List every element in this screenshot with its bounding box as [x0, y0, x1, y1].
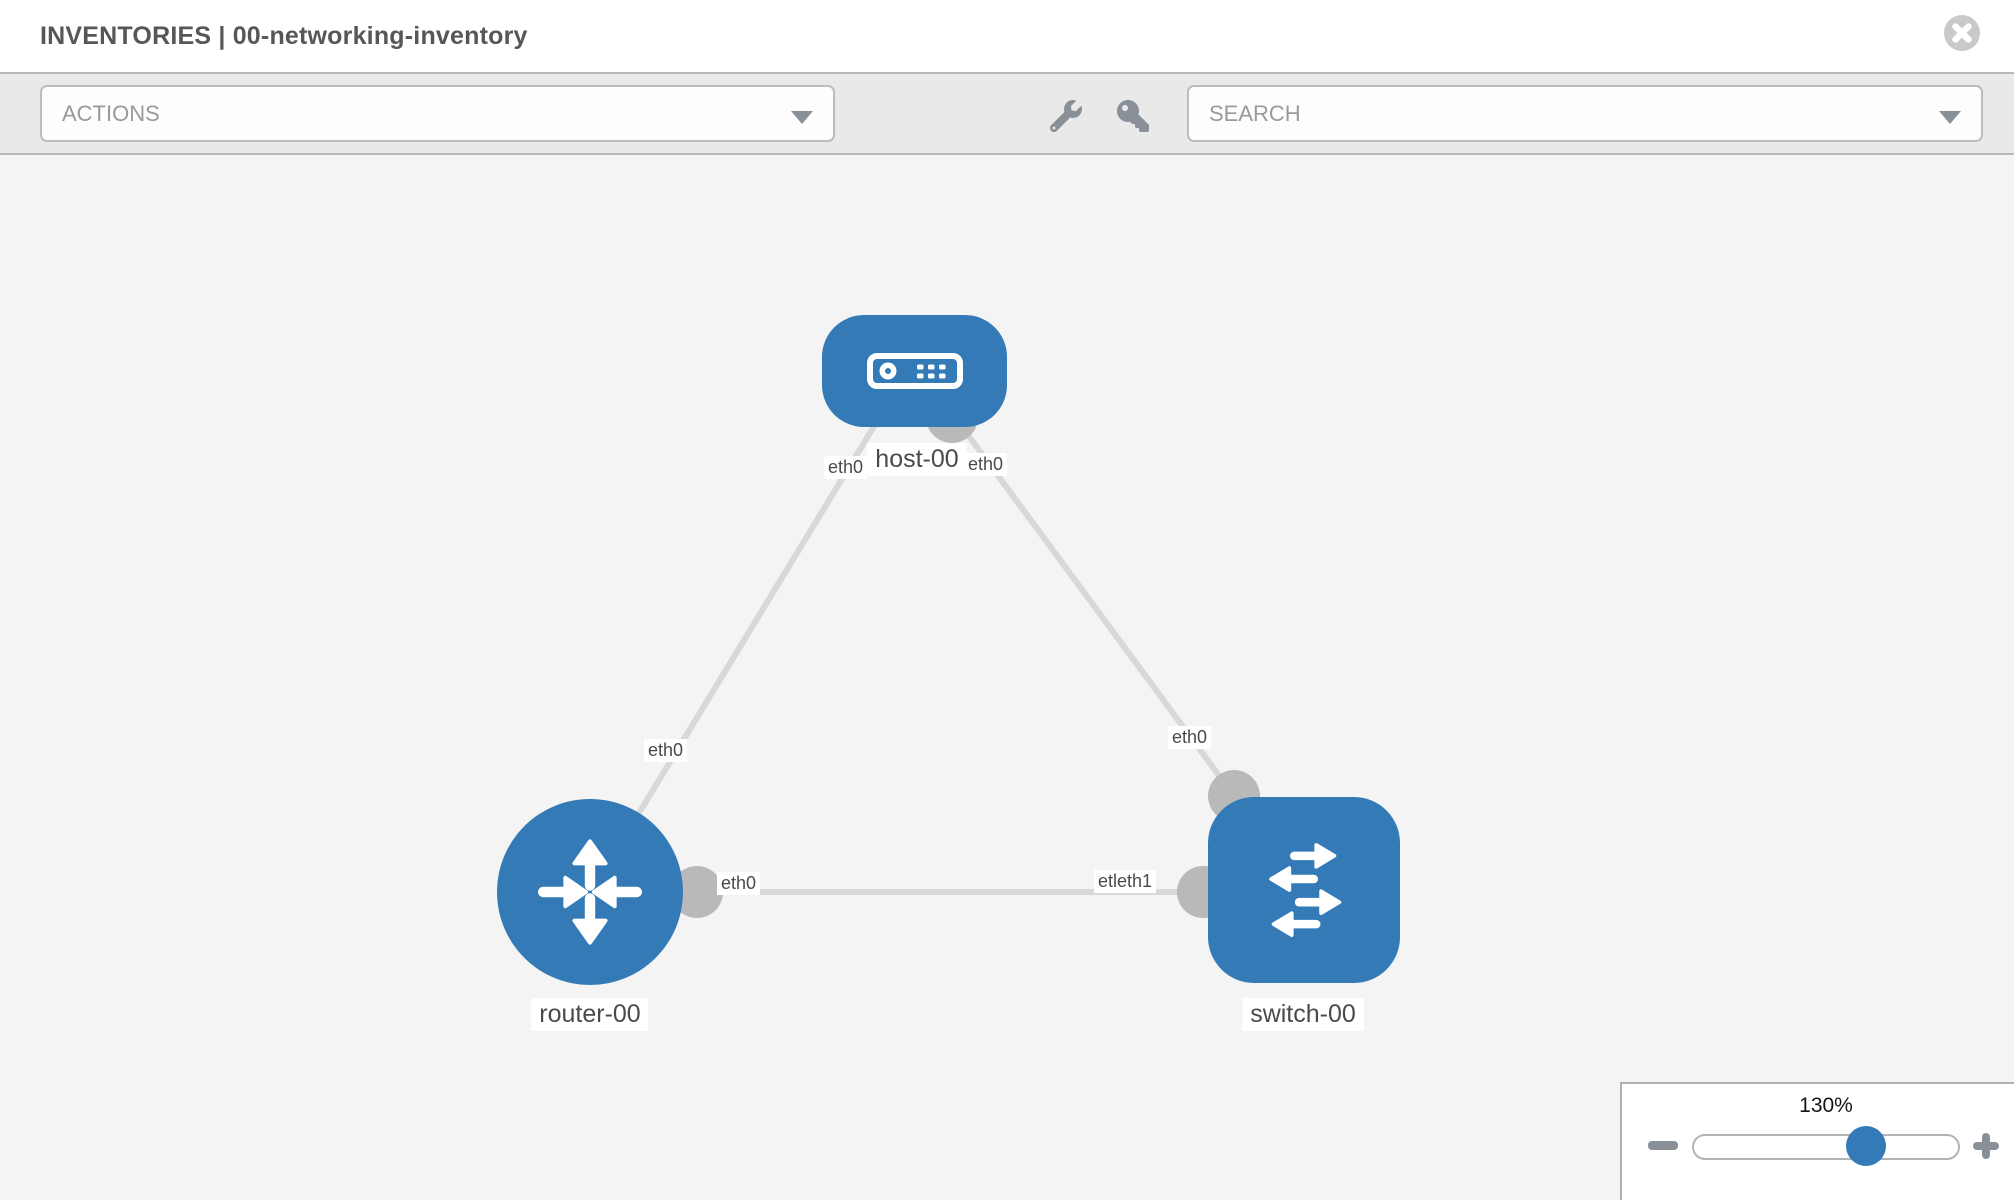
node-label-router: router-00 [531, 998, 649, 1031]
node-router-00[interactable] [497, 799, 683, 985]
router-icon [538, 839, 642, 945]
node-host-00[interactable] [822, 315, 1007, 427]
switch-icon [1269, 843, 1342, 937]
actions-dropdown[interactable]: ACTIONS [40, 85, 835, 142]
topology-canvas[interactable]: host-00 router-00 switch-00 eth0 eth0 et… [0, 155, 2014, 1200]
plus-icon [1982, 1133, 1990, 1159]
chevron-down-icon [1939, 111, 1961, 124]
interface-label: eth0 [644, 739, 688, 762]
zoom-slider-track[interactable] [1692, 1134, 1960, 1160]
page-title: INVENTORIES | 00-networking-inventory [40, 21, 528, 50]
zoom-out-button[interactable] [1648, 1141, 1678, 1150]
interface-label: eth0 [1168, 726, 1212, 749]
interface-label: etleth1 [1094, 870, 1157, 893]
host-icon [866, 353, 963, 389]
close-button[interactable] [1944, 15, 1980, 51]
zoom-slider-knob[interactable] [1846, 1126, 1886, 1166]
node-label-host: host-00 [867, 443, 967, 476]
zoom-in-button[interactable] [1972, 1133, 2000, 1159]
header: INVENTORIES | 00-networking-inventory [0, 0, 2014, 72]
zoom-panel: 130% [1620, 1082, 2014, 1200]
topology-links [620, 391, 1260, 918]
node-label-switch: switch-00 [1242, 998, 1364, 1031]
minus-icon [1648, 1141, 1678, 1150]
interface-label: eth0 [824, 456, 868, 479]
chevron-down-icon [791, 111, 813, 124]
actions-dropdown-label: ACTIONS [62, 100, 160, 126]
close-icon [1944, 15, 1980, 51]
key-icon[interactable] [1116, 100, 1150, 132]
interface-label: eth0 [964, 453, 1008, 476]
toolbar: ACTIONS SEARCH [0, 72, 2014, 155]
search-placeholder: SEARCH [1209, 100, 1301, 126]
wrench-icon[interactable] [1049, 100, 1084, 133]
node-switch-00[interactable] [1208, 797, 1400, 983]
interface-label: eth0 [717, 872, 761, 895]
zoom-level: 130% [1799, 1094, 1853, 1117]
search-dropdown[interactable]: SEARCH [1187, 85, 1983, 142]
